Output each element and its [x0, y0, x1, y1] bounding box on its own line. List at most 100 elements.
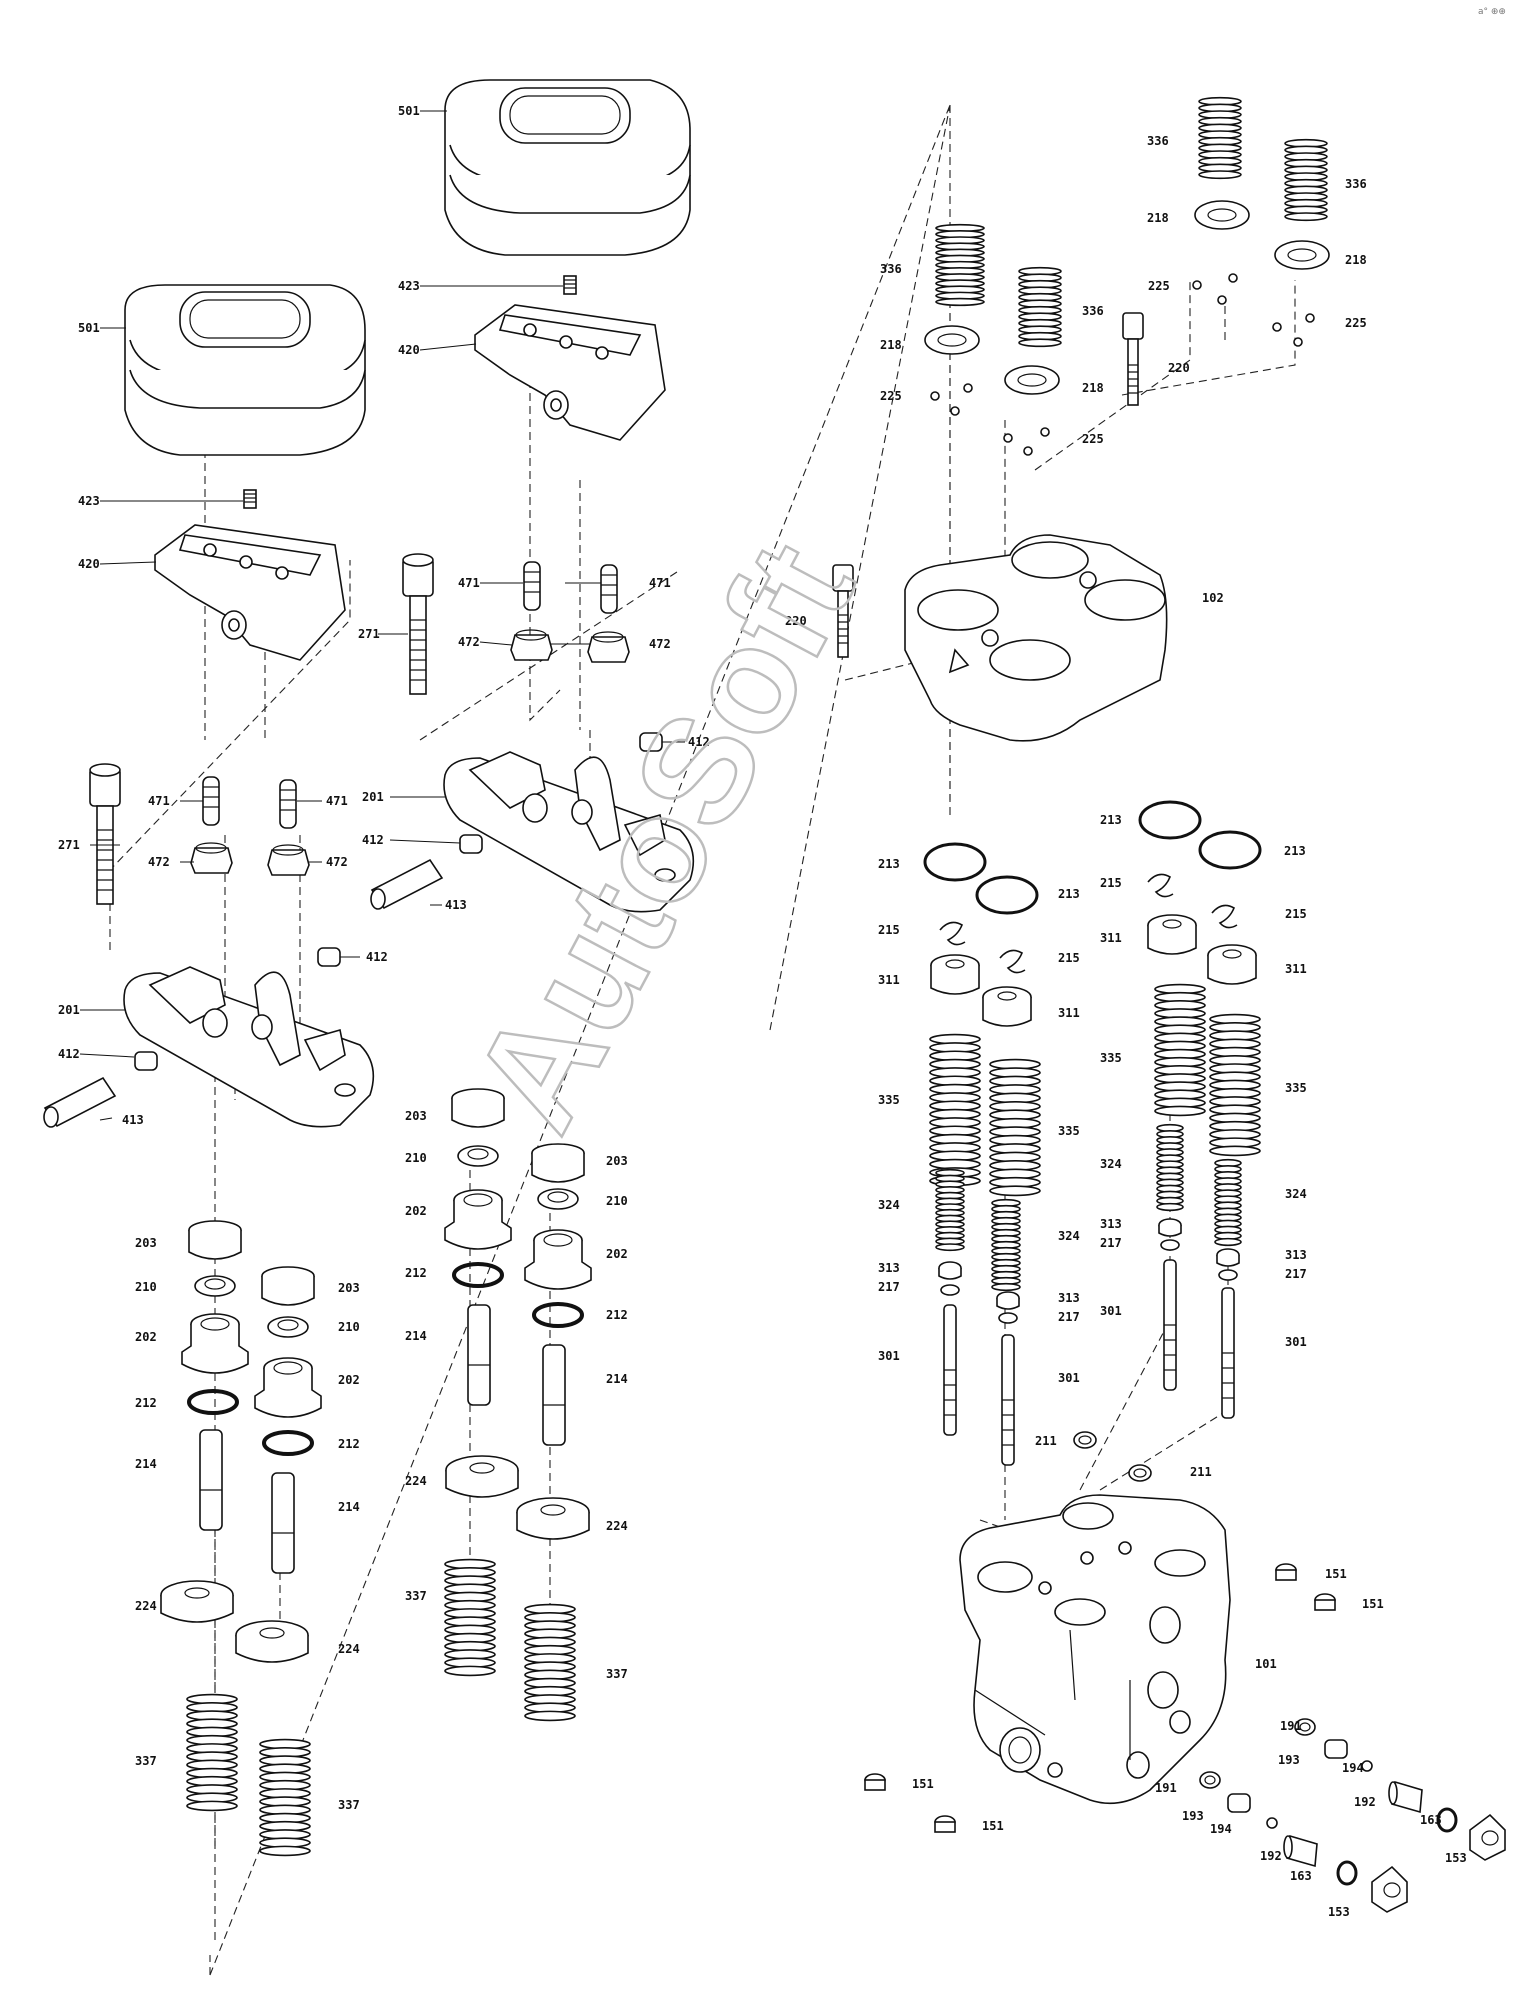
part-label-201: 201: [58, 1003, 80, 1017]
part-label-191: 191: [1280, 1719, 1302, 1733]
part-label-224: 224: [135, 1599, 157, 1613]
oring-163-a: [1436, 1807, 1458, 1833]
part-label-472: 472: [148, 855, 170, 869]
oring-163-b: [1336, 1860, 1358, 1886]
part-label-335: 335: [1285, 1081, 1307, 1095]
spring-335-a: [929, 1033, 981, 1187]
leader-lines: [79, 110, 685, 1121]
pin-471-right-a: [523, 561, 541, 611]
part-label-153: 153: [1445, 1851, 1467, 1865]
oring-211-a: [1073, 1431, 1097, 1449]
spring-337-c: [186, 1693, 238, 1812]
springs-group: [186, 96, 1328, 1857]
spring-336-d: [1284, 138, 1328, 222]
spring-337-a: [444, 1558, 496, 1677]
part-label-212: 212: [338, 1437, 360, 1451]
plug-151-c: [864, 1773, 886, 1791]
boot-right: [444, 79, 691, 256]
nut-472-right-b: [587, 631, 630, 663]
part-label-218: 218: [1082, 381, 1104, 395]
part-label-423: 423: [398, 279, 420, 293]
part-label-301: 301: [1100, 1304, 1122, 1318]
part-label-212: 212: [135, 1396, 157, 1410]
spool-301-a: [943, 1304, 957, 1436]
set-screw-423-left: [243, 489, 257, 509]
spool-311-a: [930, 954, 980, 995]
plate-102: [904, 534, 1168, 742]
part-label-151: 151: [912, 1777, 934, 1791]
part-label-301: 301: [1285, 1335, 1307, 1349]
pin-471-left-a: [202, 776, 220, 826]
cam-pin-413-right: [370, 858, 444, 910]
part-label-213: 213: [1058, 887, 1080, 901]
part-label-311: 311: [1100, 931, 1122, 945]
part-label-335: 335: [1058, 1124, 1080, 1138]
oring-212-c: [187, 1389, 239, 1415]
oring-212-a: [452, 1262, 504, 1288]
plug-191-a: [1294, 1718, 1316, 1736]
spring-335-b: [989, 1058, 1041, 1197]
washer-218-d: [1274, 240, 1330, 270]
part-label-336: 336: [1082, 304, 1104, 318]
part-label-412: 412: [366, 950, 388, 964]
part-label-202: 202: [606, 1247, 628, 1261]
part-label-102: 102: [1202, 591, 1224, 605]
part-label-210: 210: [606, 1194, 628, 1208]
spool-311-c: [1147, 914, 1197, 955]
spacer-193-a: [1324, 1739, 1348, 1759]
part-label-225: 225: [1082, 432, 1104, 446]
part-label-217: 217: [1058, 1310, 1080, 1324]
corner-mark: a° ⊕⊕: [1478, 7, 1506, 17]
part-label-201: 201: [362, 790, 384, 804]
part-label-501: 501: [78, 321, 100, 335]
snap-ring-215-b: [999, 949, 1026, 974]
holder-201-left: [123, 966, 375, 1128]
oring-213-d: [1198, 830, 1262, 870]
part-label-194: 194: [1210, 1822, 1232, 1836]
plug-202-d: [254, 1357, 322, 1418]
seat-313-a: [938, 1261, 962, 1280]
spring-seat-224-a: [445, 1455, 519, 1498]
spring-324-c: [1156, 1123, 1184, 1212]
nut-472-left-b: [267, 844, 310, 876]
part-label-203: 203: [606, 1154, 628, 1168]
seal-203-c: [188, 1220, 242, 1260]
part-label-214: 214: [135, 1457, 157, 1471]
part-label-313: 313: [878, 1261, 900, 1275]
pin-471-left-b: [279, 779, 297, 829]
bolt-220-lower: [832, 564, 854, 658]
part-label-151: 151: [1362, 1597, 1384, 1611]
washer-218-a: [924, 325, 980, 355]
part-label-311: 311: [1058, 1006, 1080, 1020]
oring-213-b: [975, 875, 1039, 915]
part-label-413: 413: [445, 898, 467, 912]
part-label-215: 215: [878, 923, 900, 937]
part-label-218: 218: [1147, 211, 1169, 225]
part-label-413: 413: [122, 1113, 144, 1127]
part-label-324: 324: [1100, 1157, 1122, 1171]
spring-335-c: [1154, 983, 1206, 1117]
bolt-220-upper: [1122, 312, 1144, 406]
spring-324-d: [1214, 1158, 1242, 1247]
part-label-337: 337: [606, 1667, 628, 1681]
part-label-472: 472: [326, 855, 348, 869]
bushing-412-b: [459, 834, 483, 854]
washer-218-b: [1004, 365, 1060, 395]
washer-218-c: [1194, 200, 1250, 230]
snap-ring-215-c: [1147, 873, 1174, 898]
plug-153-b: [1371, 1865, 1408, 1913]
part-label-337: 337: [135, 1754, 157, 1768]
ball-194-a: [1361, 1760, 1373, 1772]
spring-seat-224-b: [516, 1497, 590, 1540]
pin-471-right-b: [600, 564, 618, 614]
spring-336-b: [1018, 266, 1062, 348]
part-label-210: 210: [405, 1151, 427, 1165]
washer-210-a: [457, 1145, 499, 1167]
part-label-471: 471: [326, 794, 348, 808]
plug-153-a: [1469, 1813, 1506, 1861]
push-rod-214-d: [271, 1472, 295, 1574]
plug-202-b: [524, 1229, 592, 1290]
part-label-203: 203: [405, 1109, 427, 1123]
part-label-324: 324: [1285, 1187, 1307, 1201]
part-label-193: 193: [1182, 1809, 1204, 1823]
